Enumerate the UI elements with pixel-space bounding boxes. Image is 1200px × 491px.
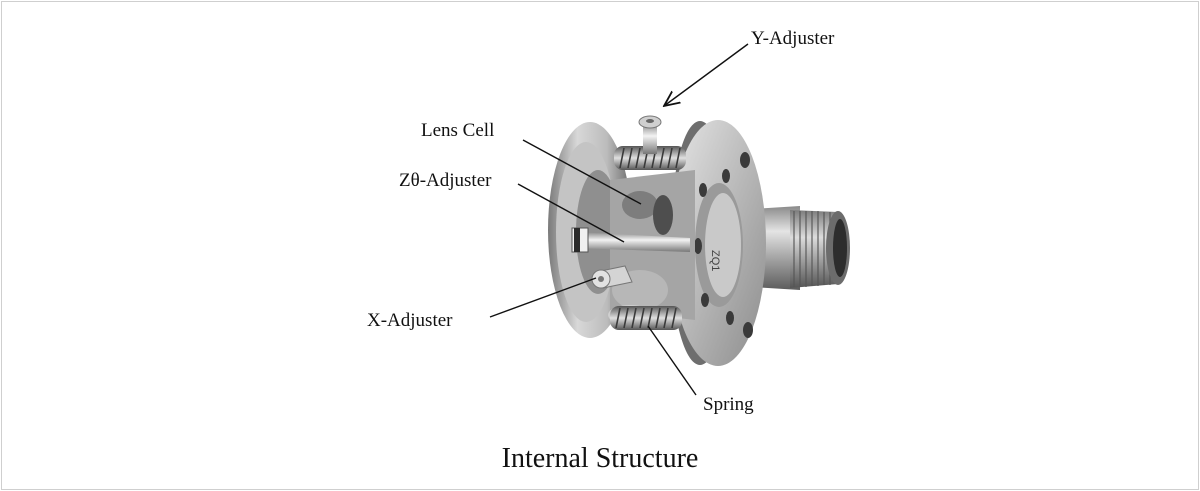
z-theta-adjuster-leader bbox=[517, 183, 625, 243]
spring-leader bbox=[647, 325, 697, 396]
lens-cell-label: Lens Cell bbox=[421, 120, 495, 141]
x-adjuster-label: X-Adjuster bbox=[367, 310, 453, 331]
x-adjuster-leader bbox=[489, 277, 597, 318]
y-adjuster-screw bbox=[638, 115, 662, 154]
y-adjuster-label: Y-Adjuster bbox=[751, 28, 835, 49]
lens-cell-leader bbox=[522, 139, 642, 205]
x-adjuster-knob bbox=[591, 265, 633, 289]
svg-text:ZQ1: ZQ1 bbox=[709, 250, 721, 271]
z-theta-adjuster-label: Zθ-Adjuster bbox=[399, 170, 492, 191]
spring-label: Spring bbox=[703, 394, 754, 415]
figure-caption: Internal Structure bbox=[501, 443, 699, 474]
y-adjuster-leader bbox=[664, 43, 749, 106]
z-theta-adjuster-rod bbox=[571, 227, 690, 253]
leader-lines bbox=[489, 43, 749, 396]
bottom-spring bbox=[610, 306, 682, 330]
